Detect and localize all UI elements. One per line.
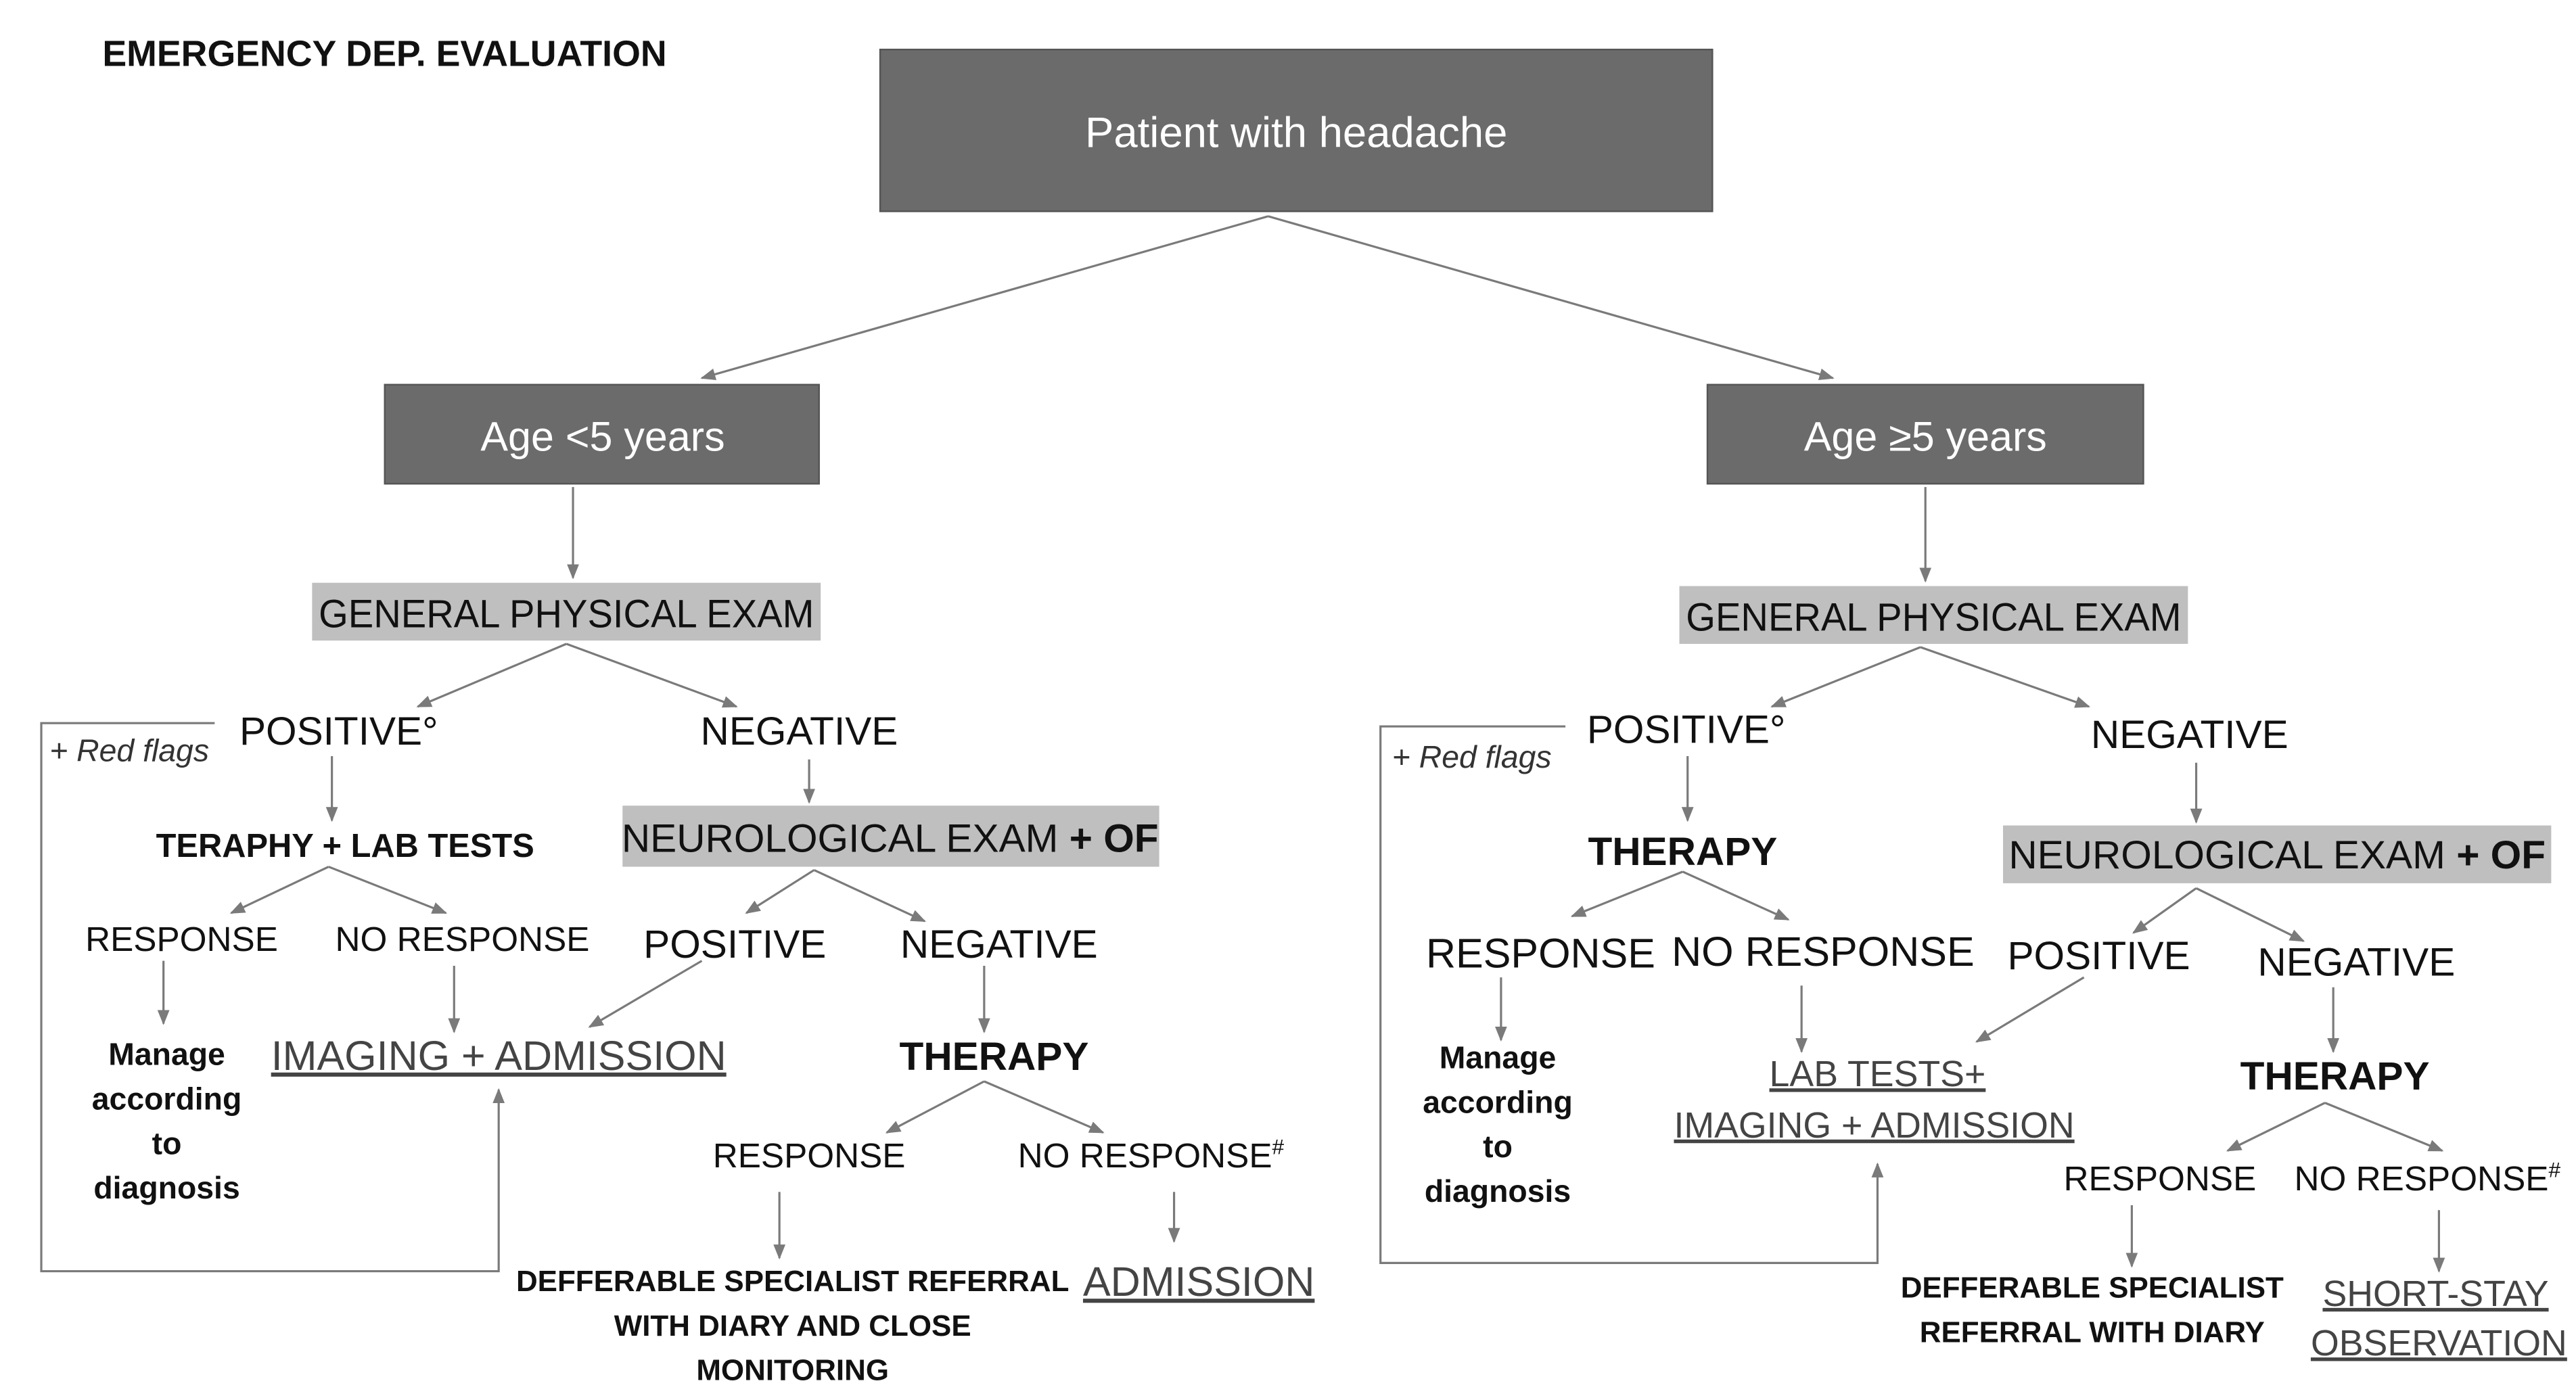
observation-right: OBSERVATION [2311,1323,2567,1363]
red-flags-connector-right [1379,725,1884,1264]
response-right: RESPONSE [1426,930,1655,976]
arrow [813,868,926,923]
manage-line: to [1483,1129,1513,1164]
arrow [416,643,567,708]
manage-according-to-diagnosis-right: Manage according to diagnosis [1423,1040,1573,1209]
neuro-exam-text: NEUROLOGICAL EXAM [622,817,1059,861]
no-response-text: NO RESPONSE [2295,1159,2549,1198]
age-under5-box [384,383,820,485]
imaging-admission-right: IMAGING + ADMISSION [1674,1105,2074,1146]
therapy-response-right: RESPONSE [2063,1159,2256,1198]
age-over5-label: Age ≥5 years [1804,413,2047,459]
positive-right: POSITIVE° [1587,707,1786,751]
referral-line: DEFFERABLE SPECIALIST REFERRAL [516,1265,1069,1298]
therapy-left: THERAPY [900,1035,1089,1079]
red-flags-connector-left [40,722,505,1273]
arrow [1975,976,2085,1043]
neuro-positive-left: POSITIVE [643,923,826,966]
root-box [879,49,1714,212]
negative-right: NEGATIVE [2091,713,2288,757]
arrow-root-left [700,215,1269,381]
lab-tests-right: LAB TESTS+ [1770,1054,1986,1094]
red-flags-label-right: + Red flags [1392,739,1552,774]
neuro-of-text: + OF [1070,817,1159,861]
referral-line: WITH DIARY AND CLOSE [614,1309,971,1343]
neuro-negative-right: NEGATIVE [2257,941,2455,985]
deferrable-referral-right: DEFFERABLE SPECIALIST REFERRAL WITH DIAR… [1901,1271,2284,1349]
no-response-right: NO RESPONSE [1672,929,1975,975]
no-response-text: NO RESPONSE [1018,1136,1272,1175]
neuro-exam-box-right [2002,825,2552,883]
manage-line: Manage [108,1036,225,1071]
therapy-no-response-left: NO RESPONSE# [1018,1134,1285,1175]
arrow [2132,887,2197,934]
age-under5-label: Age <5 years [480,413,724,459]
neuro-of-text: + OF [2456,833,2546,877]
general-exam-label-left: GENERAL PHYSICAL EXAM [319,592,814,636]
arrow [588,960,703,1028]
arrow [566,643,738,708]
neuro-negative-left: NEGATIVE [900,923,1098,966]
general-exam-label-right: GENERAL PHYSICAL EXAM [1686,595,2181,639]
manage-line: according [92,1081,242,1116]
no-response-left: NO RESPONSE [336,920,590,958]
therapy-no-response-right: NO RESPONSE# [2295,1157,2561,1198]
neuro-exam-label-left: NEUROLOGICAL EXAM + OF [622,817,1159,861]
manage-line: according [1423,1084,1573,1119]
positive-left: POSITIVE° [239,709,438,753]
manage-line: diagnosis [93,1170,239,1205]
manage-line: Manage [1440,1040,1557,1075]
admission-left: ADMISSION [1083,1259,1314,1305]
manage-line: diagnosis [1425,1173,1571,1209]
general-exam-box-right [1679,586,2188,645]
therapy-lab-tests-left: TERAPHY + LAB TESTS [156,828,534,864]
neuro-exam-text: NEUROLOGICAL EXAM [2008,833,2445,877]
arrow [1682,870,1790,921]
manage-line: to [152,1125,182,1161]
hash-mark: # [2548,1157,2560,1182]
root-label: Patient with headache [1085,109,1507,156]
referral-line: MONITORING [696,1354,889,1387]
general-exam-box-left [312,582,821,641]
arrow [229,866,329,914]
arrow [328,866,448,914]
therapy-right: THERAPY [2240,1054,2430,1098]
short-stay-right: SHORT-STAY [2322,1274,2548,1314]
deferrable-referral-left: DEFFERABLE SPECIALIST REFERRAL WITH DIAR… [516,1265,1069,1387]
arrow [984,1080,1105,1134]
imaging-admission-left: IMAGING + ADMISSION [271,1033,727,1079]
diagram-title: EMERGENCY DEP. EVALUATION [102,34,666,74]
age-over5-box [1706,383,2144,485]
arrow [2226,1102,2326,1152]
response-left: RESPONSE [85,920,278,958]
therapy-response-left: RESPONSE [713,1136,906,1175]
therapy-positive-right: THERAPY [1588,830,1777,874]
arrow [2195,887,2305,942]
neuro-exam-box-left [622,806,1159,867]
arrow [2324,1102,2444,1152]
arrow-root-right [1268,215,1835,381]
arrow [885,1080,985,1134]
neuro-positive-right: POSITIVE [2007,934,2190,978]
arrow [745,869,815,914]
manage-according-to-diagnosis-left: Manage according to diagnosis [92,1036,242,1205]
referral-line: DEFFERABLE SPECIALIST [1901,1271,2284,1305]
neuro-exam-label-right: NEUROLOGICAL EXAM + OF [2008,833,2546,877]
red-flags-label-left: + Red flags [49,732,209,768]
referral-line: REFERRAL WITH DIARY [1920,1316,2265,1349]
arrow [1920,646,2090,708]
arrow [1770,646,1921,708]
hash-mark: # [1272,1134,1285,1159]
negative-left: NEGATIVE [701,709,898,753]
arrow [1570,870,1683,918]
